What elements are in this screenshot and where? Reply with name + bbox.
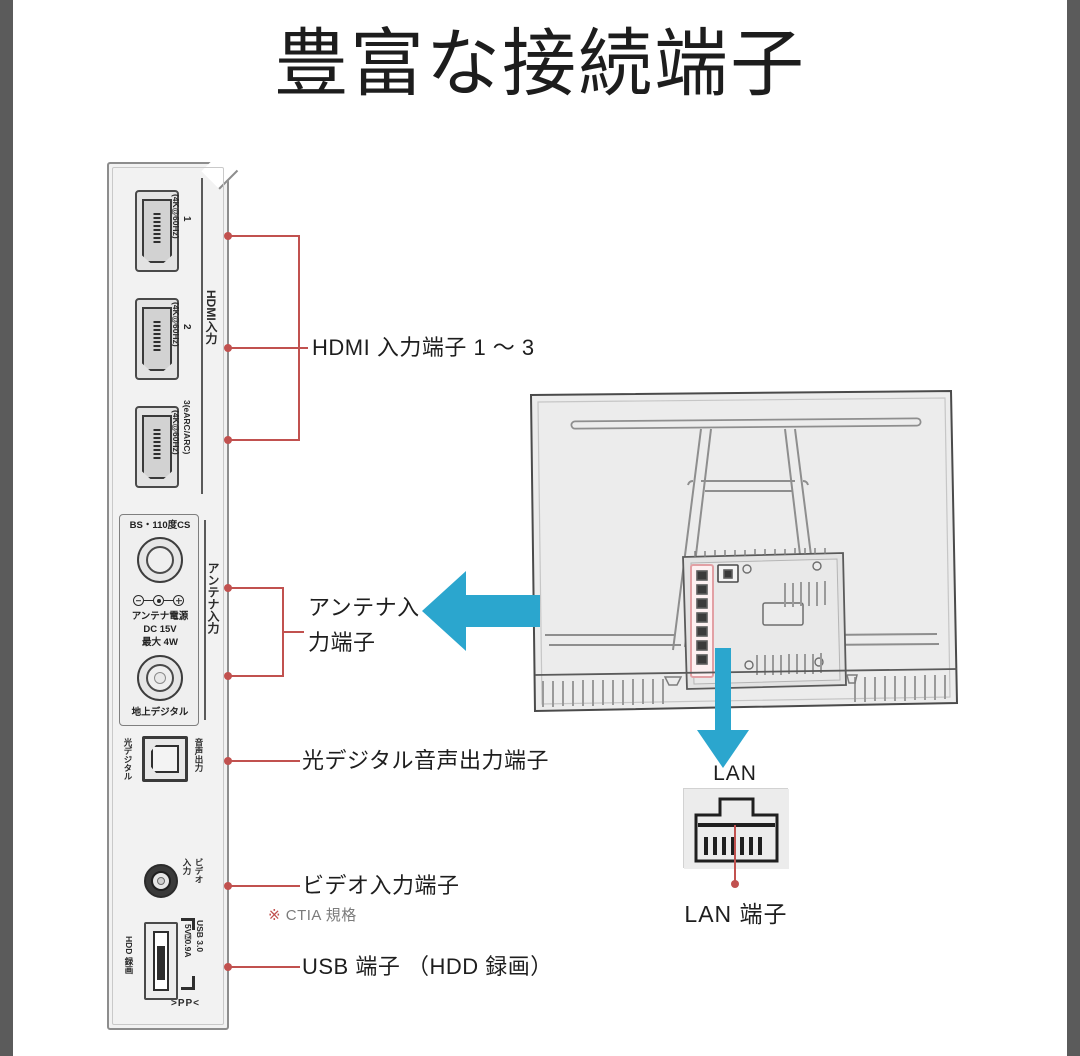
hdmi-port-1-pins	[153, 213, 161, 245]
callout-line-antenna-bot	[228, 675, 284, 677]
lan-callout-label: LAN 端子	[684, 901, 788, 927]
hdmi-port-2-pins	[153, 321, 161, 353]
callout-label-hdmi: HDMI 入力端子 1 ～ 3	[312, 335, 535, 360]
lan-arrow-label: LAN	[713, 762, 757, 785]
callout-label-video: ビデオ入力端子	[302, 873, 460, 898]
antenna-group-label: アンテナ入力	[206, 562, 220, 634]
optical-left-label: 光デジタル	[123, 738, 133, 781]
antenna-power-line1: アンテナ電源	[131, 611, 189, 622]
hdmi-port-1[interactable]	[135, 190, 179, 272]
hdmi-port-3-inner	[142, 415, 172, 479]
bs-cs-antenna-jack[interactable]	[137, 537, 183, 583]
usb-port-tongue	[157, 946, 165, 980]
optical-port-shutter	[151, 745, 179, 773]
lan-callout-dot	[731, 880, 739, 888]
hdmi-port-1-inner	[142, 199, 172, 263]
callout-label-antenna-line2: 力端子	[308, 630, 376, 655]
hdmi-group: HDMI入力 1 (4K@60Hz) 2 (4K@60Hz) 3(eARC/AR…	[117, 170, 219, 500]
arrow-to-lan-icon	[695, 648, 751, 770]
lan-callout-line	[734, 825, 736, 885]
callout-label-antenna-line1: アンテナ入	[308, 595, 420, 620]
hdmi-group-label: HDMI入力	[204, 290, 218, 345]
callout-line-hdmi-top	[228, 235, 300, 237]
usb-group: HDD 録画 USB 3.0 5V⍰0.9A >PP<	[119, 914, 219, 1018]
usb-port-slot	[153, 931, 169, 991]
plus-symbol-icon	[173, 595, 184, 606]
recycle-mark: >PP<	[171, 998, 201, 1009]
left-edge-gutter	[0, 0, 13, 1056]
usb-spec-line2: 5V⍰0.9A	[183, 924, 193, 958]
video-input-jack[interactable]	[144, 864, 178, 898]
page-title: 豊富な接続端子	[274, 22, 806, 105]
optical-audio-port[interactable]	[142, 736, 188, 782]
hdmi-port-1-spec: (4K@60Hz)	[171, 194, 181, 239]
hdmi-port-2[interactable]	[135, 298, 179, 380]
callout-label-optical: 光デジタル音声出力端子	[302, 748, 550, 773]
callout-line-video	[228, 885, 300, 887]
antenna-power-line3: 最大 4W	[142, 637, 178, 648]
callout-line-antenna-top	[228, 587, 284, 589]
hdmi-port-2-spec: (4K@60Hz)	[171, 302, 181, 347]
terrestrial-antenna-jack[interactable]	[137, 655, 183, 701]
antenna-power-line2: DC 15V	[143, 624, 177, 635]
terminal-panel: HDMI入力 1 (4K@60Hz) 2 (4K@60Hz) 3(eARC/AR…	[107, 152, 239, 1030]
callout-line-hdmi-bot	[228, 439, 300, 441]
center-pin-symbol-icon	[153, 595, 164, 606]
right-edge-gutter	[1067, 0, 1080, 1056]
callout-line-usb	[228, 966, 300, 968]
tv-rear-illustration	[505, 385, 1065, 735]
ctia-note: ※ CTIA 規格	[268, 904, 357, 925]
arrow-to-panel-icon	[420, 565, 540, 657]
hdmi-port-3-spec: (4K@60Hz)	[171, 410, 181, 455]
callout-line-hdmi-mid	[228, 347, 308, 349]
minus-symbol-icon	[133, 595, 144, 606]
optical-right-label: 音声出力	[194, 738, 204, 772]
callout-line-optical	[228, 760, 300, 762]
hdmi-port-3-index: 3(eARC/ARC)	[182, 400, 192, 455]
hdmi-port-3-pins	[153, 429, 161, 461]
usb-spec-line1: USB 3.0	[195, 920, 205, 953]
terrestrial-label: 地上デジタル	[131, 707, 189, 718]
callout-stub-antenna	[282, 631, 304, 633]
video-label-line1: ビデオ	[194, 858, 204, 884]
ctia-star-icon: ※	[268, 907, 282, 924]
ctia-note-text: CTIA 規格	[285, 907, 357, 924]
usb-left-label: HDD 録画	[124, 936, 134, 974]
callout-label-usb: USB 端子 （HDD 録画）	[302, 954, 553, 979]
callout-spine-hdmi	[298, 235, 300, 441]
hdmi-port-3[interactable]	[135, 406, 179, 488]
hdmi-port-2-inner	[142, 307, 172, 371]
hdmi-port-1-index: 1	[181, 216, 192, 222]
bs-cs-label: BS・110度CS	[129, 520, 191, 531]
sym-bar-2	[164, 599, 173, 602]
usb-port[interactable]	[144, 922, 178, 1000]
video-label-line2: 入力	[182, 858, 192, 875]
antenna-power-symbol	[133, 595, 184, 606]
antenna-group: BS・110度CS アンテナ電源 DC 15V 最大 4W 地上デジタル	[119, 514, 199, 726]
sym-bar-1	[144, 599, 153, 602]
hdmi-port-2-index: 2	[181, 324, 192, 330]
